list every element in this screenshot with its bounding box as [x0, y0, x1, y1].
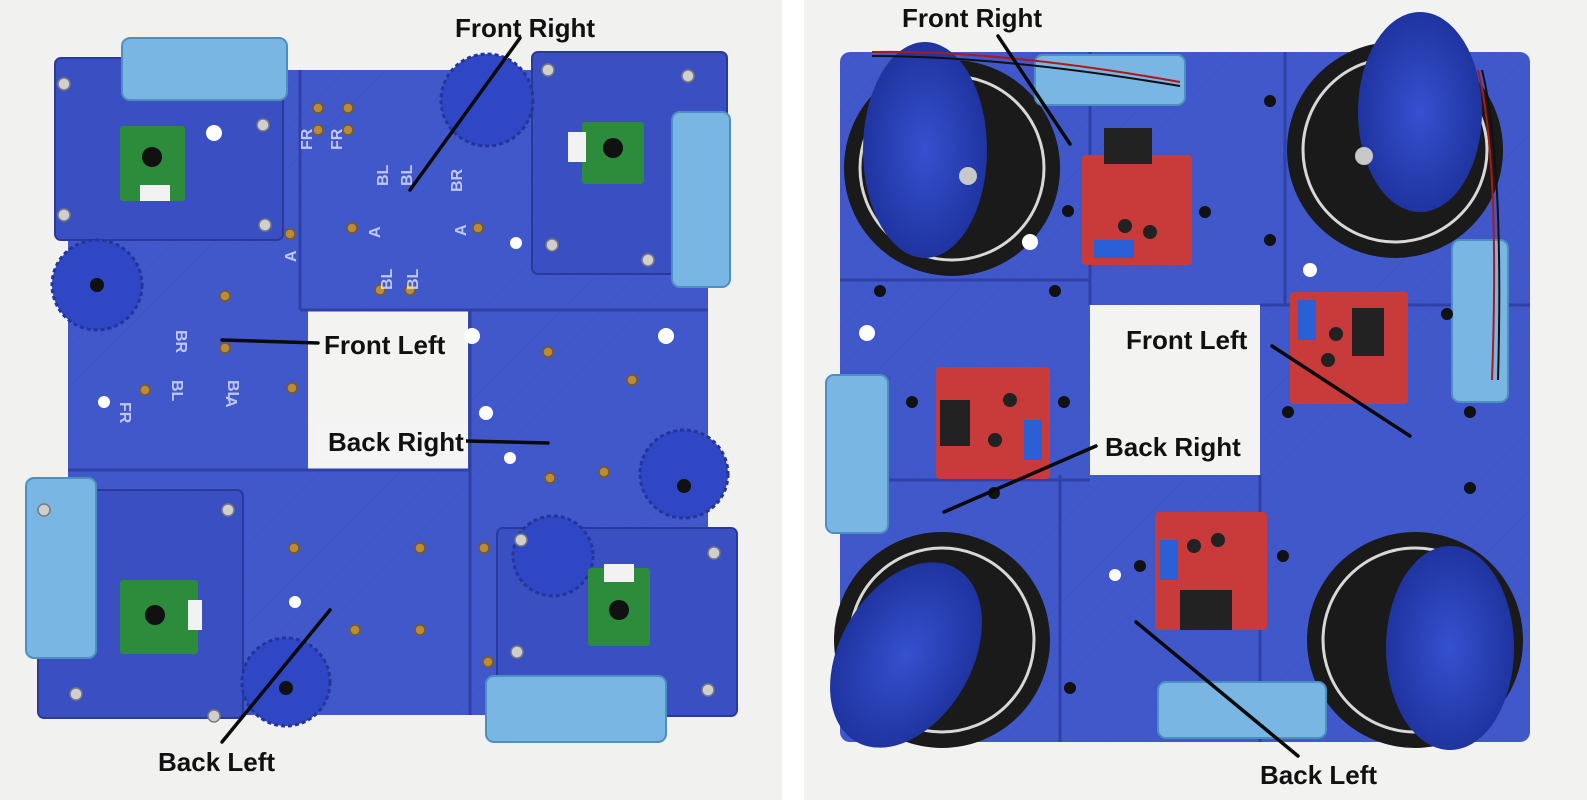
left-engravings: FR FR BR BL BL A A A BL BL BR BL BL A FR: [116, 128, 470, 424]
leader-front-left: [1270, 344, 1412, 438]
label-front-right: Front Right: [455, 13, 595, 43]
left-encoder-boards: [120, 122, 650, 654]
motor-driver-board: [936, 367, 1050, 479]
encoder-board: [568, 122, 644, 184]
engraving: A: [222, 396, 239, 408]
motor-driver-board: [1290, 292, 1408, 404]
left-mount-holes: [98, 125, 674, 608]
right-leader-lines: [942, 34, 1412, 758]
left-gears: [50, 52, 730, 728]
right-photo: Front Right Front Left Back Right Back L…: [804, 0, 1587, 800]
leader-front-left: [220, 338, 320, 345]
engraving: BL: [379, 268, 396, 290]
leader-back-left: [1134, 620, 1300, 758]
leader-back-right: [464, 439, 550, 445]
right-screws: [874, 95, 1476, 694]
motor-driver-board: [1082, 128, 1192, 265]
engraving: FR: [329, 128, 346, 150]
left-screws: [37, 63, 721, 723]
encoder-board: [588, 564, 650, 646]
leader-front-right: [996, 34, 1072, 146]
wheel-front-left: [844, 42, 1060, 276]
left-photo: FR FR BR BL BL A A A BL BL BR BL BL A FR…: [0, 0, 782, 800]
engraving: BR: [172, 330, 189, 354]
right-center-opening: [1090, 305, 1260, 475]
photo-divider: [782, 0, 804, 800]
wheel-back-right: [1307, 532, 1523, 750]
right-motor-wires: [871, 50, 1501, 381]
wheel-back-left: [830, 532, 1050, 748]
engraving: BL: [399, 164, 416, 186]
left-brass-inserts: [139, 102, 638, 668]
label-back-right: Back Right: [1105, 432, 1241, 462]
encoder-board: [120, 126, 185, 201]
left-gear-hubs: [90, 278, 691, 695]
label-front-right: Front Right: [902, 3, 1042, 33]
left-leader-lines: [220, 36, 550, 744]
label-front-left: Front Left: [324, 330, 446, 360]
label-back-left: Back Left: [158, 747, 275, 777]
encoder-board: [120, 580, 202, 654]
engraving: A: [283, 250, 300, 262]
left-dc-motors: [25, 37, 731, 743]
wheel-front-right: [1287, 12, 1503, 258]
label-backdrop: [316, 424, 466, 460]
engraving: BL: [375, 164, 392, 186]
engraving: BR: [449, 168, 466, 192]
leader-back-right: [942, 444, 1098, 514]
leader-back-left: [220, 608, 332, 744]
label-back-right: Back Right: [328, 427, 464, 457]
right-motor-drivers: [936, 128, 1408, 630]
right-dc-motors: [825, 54, 1509, 739]
engraving: BL: [168, 380, 185, 402]
motor-driver-board: [1155, 512, 1267, 630]
engraving: FR: [116, 402, 133, 424]
label-back-left: Back Left: [1260, 760, 1377, 790]
label-front-left: Front Left: [1126, 325, 1248, 355]
engraving: FR: [299, 128, 316, 150]
right-wheels: [830, 12, 1523, 750]
engraving: A: [367, 226, 384, 238]
engraving: BL: [224, 380, 241, 402]
engraving: BL: [405, 268, 422, 290]
engraving: A: [453, 224, 470, 236]
leader-front-right: [408, 36, 522, 192]
right-mount-holes: [859, 234, 1317, 581]
